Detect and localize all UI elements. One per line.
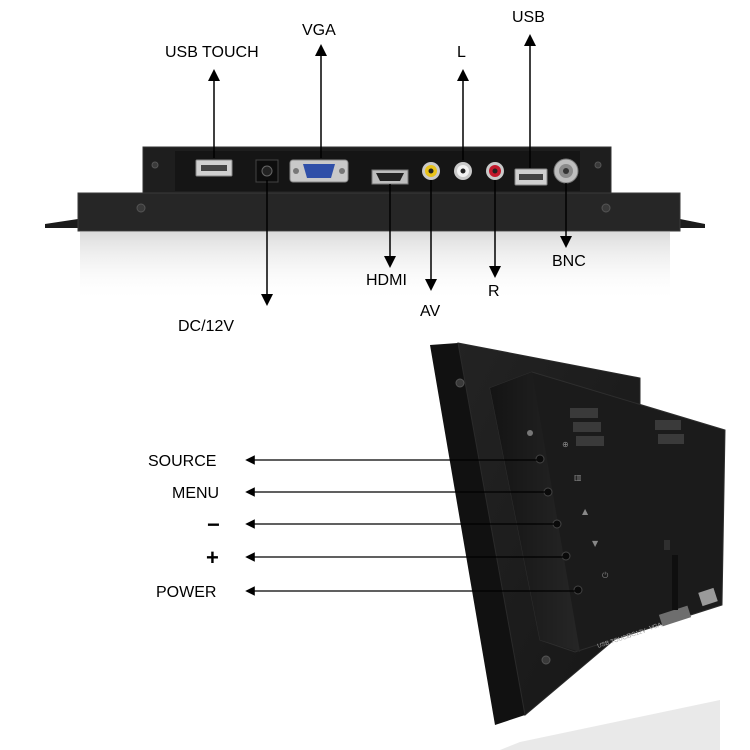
button-side-face — [490, 372, 580, 652]
menu-symbol-icon: ▥ — [574, 473, 582, 482]
plus-button[interactable] — [561, 551, 571, 561]
label-dc: DC/12V — [178, 318, 234, 335]
label-vga: VGA — [302, 22, 336, 39]
rear-panel-callouts — [208, 34, 572, 306]
side-view: ⊕ ▥ ▲ ▼ ⏻ USB TOUCH DC12V VGA — [430, 342, 726, 750]
label-minus: − — [207, 512, 220, 537]
label-plus: + — [206, 545, 219, 570]
down-symbol-icon: ▼ — [592, 539, 599, 548]
screw-icon — [455, 378, 465, 388]
up-symbol-icon: ▲ — [582, 507, 589, 516]
mount-slot — [672, 555, 678, 610]
mount-slot — [664, 540, 670, 550]
print-vga: VGA — [649, 622, 663, 632]
chassis-base — [77, 192, 681, 232]
label-bnc: BNC — [552, 253, 586, 270]
side-labels: SOURCE MENU − + POWER — [148, 453, 220, 601]
source-symbol-icon: ⊕ — [562, 440, 569, 449]
vent-grille — [570, 408, 684, 446]
screw-icon — [151, 161, 159, 169]
source-button[interactable] — [535, 454, 545, 464]
label-menu: MENU — [172, 485, 219, 502]
label-usb: USB — [512, 9, 545, 26]
label-source: SOURCE — [148, 453, 216, 470]
side-callouts — [245, 455, 575, 596]
rear-panel-labels: USB TOUCH VGA L USB DC/12V HDMI AV R BNC — [165, 9, 586, 335]
menu-button[interactable] — [543, 487, 553, 497]
vga-connector-icon — [658, 605, 692, 627]
screw-icon — [601, 203, 611, 213]
power-symbol-icon: ⏻ — [602, 571, 609, 580]
bezel-edge — [430, 343, 525, 725]
label-power: POWER — [156, 584, 216, 601]
screw-icon — [136, 203, 146, 213]
label-hdmi: HDMI — [366, 272, 407, 289]
screw-icon — [594, 161, 602, 169]
bnc-connector-icon — [698, 587, 718, 607]
label-usb-touch: USB TOUCH — [165, 44, 259, 61]
screw-icon — [541, 655, 551, 665]
label-r: R — [488, 283, 500, 300]
label-l: L — [457, 44, 466, 61]
minus-button[interactable] — [552, 519, 562, 529]
floor-reflection-side — [500, 700, 720, 750]
power-led-icon — [527, 430, 533, 436]
print-dc: DC12V — [627, 628, 647, 640]
label-av: AV — [420, 303, 440, 320]
power-button[interactable] — [573, 585, 583, 595]
